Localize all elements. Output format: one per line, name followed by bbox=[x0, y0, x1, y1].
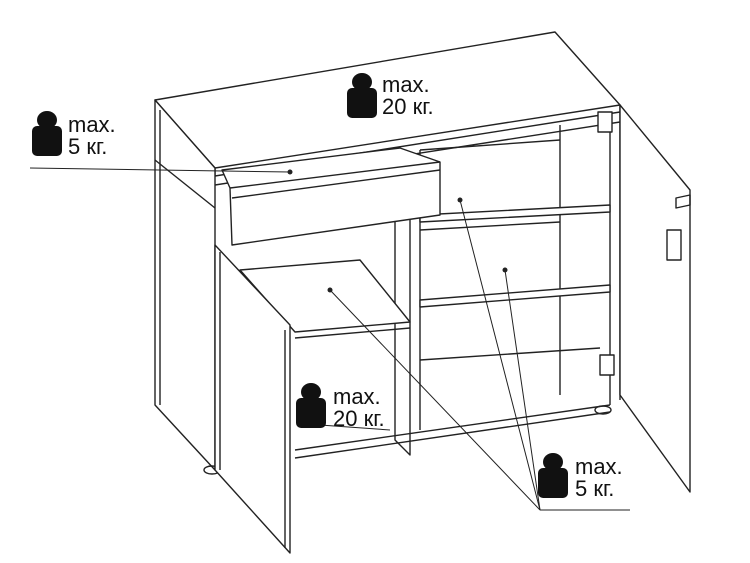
shelf-right-lower bbox=[419, 284, 611, 308]
label-line1: max. bbox=[68, 112, 116, 137]
right-door[interactable] bbox=[619, 104, 691, 493]
label-line2: 5 кг. bbox=[68, 134, 108, 159]
center-divider bbox=[394, 217, 411, 456]
shelves-load-label: max.5 кг. bbox=[575, 456, 623, 500]
left-door[interactable] bbox=[214, 244, 291, 554]
label-line1: max. bbox=[333, 384, 381, 409]
label-line2: 20 кг. bbox=[382, 94, 434, 119]
label-line2: 20 кг. bbox=[333, 406, 385, 431]
shelf-right-upper bbox=[419, 204, 611, 223]
top-load-label: max.20 кг. bbox=[382, 74, 434, 118]
label-line1: max. bbox=[382, 72, 430, 97]
drawer-load-label: max.5 кг. bbox=[68, 114, 116, 158]
label-line2: 5 кг. bbox=[575, 476, 615, 501]
label-line1: max. bbox=[575, 454, 623, 479]
bottom-load-label: max.20 кг. bbox=[333, 386, 385, 430]
